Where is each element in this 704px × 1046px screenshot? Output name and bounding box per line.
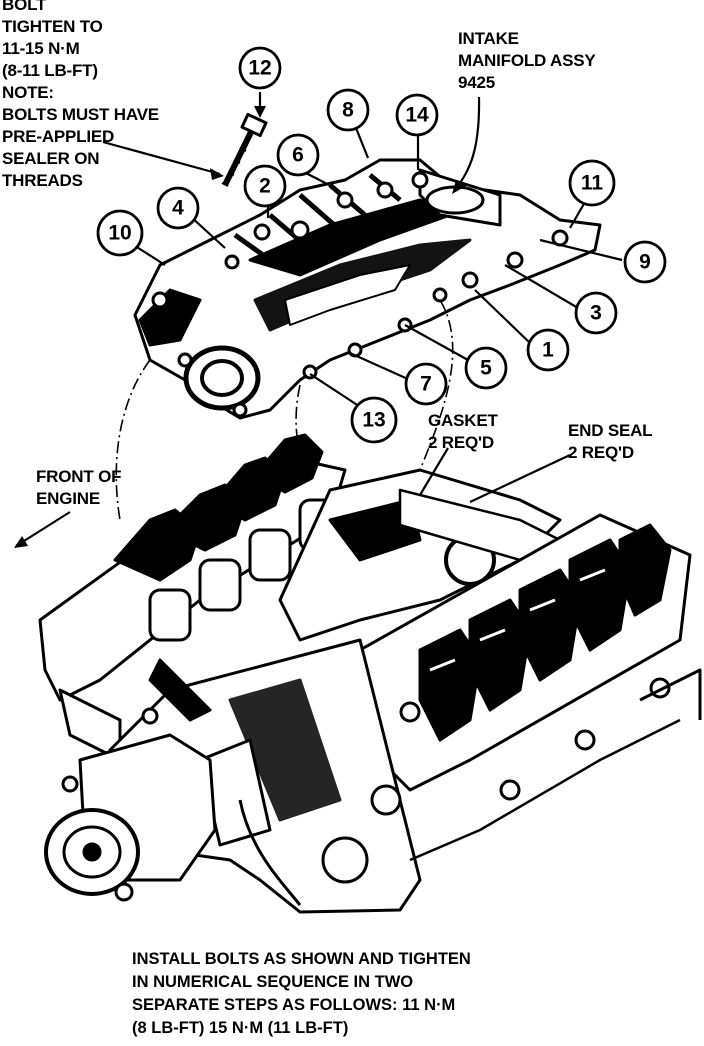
svg-text:9: 9 xyxy=(639,251,651,274)
callout-1: 1 xyxy=(526,328,570,372)
bolt-note-line: 11-15 N·m xyxy=(2,39,80,58)
bolt-note-line: BOLTS MUST HAVE xyxy=(2,105,159,124)
alignment-lines xyxy=(115,299,454,521)
front-of-engine-label: FRONT OF ENGINE xyxy=(36,466,121,510)
callout-7: 7 xyxy=(404,362,448,406)
leader-lines xyxy=(14,92,623,548)
end-seal-label: END SEAL 2 REQ'D xyxy=(568,420,653,464)
bolt-note-label: BOLT TIGHTEN TO 11-15 N·m (8-11 LB-FT) N… xyxy=(2,0,159,192)
front-label-line: ENGINE xyxy=(36,489,100,508)
intake-manifold-label: INTAKE MANIFOLD ASSY 9425 xyxy=(458,28,596,94)
callout-3: 3 xyxy=(574,291,618,335)
callout-13: 13 xyxy=(350,396,398,444)
gasket-label-line: GASKET xyxy=(428,411,498,430)
instruction-line: INSTALL BOLTS AS SHOWN AND TIGHTEN xyxy=(132,950,471,968)
end-seal-label-line: END SEAL xyxy=(568,421,653,440)
callout-4: 4 xyxy=(156,186,200,230)
callout-9: 9 xyxy=(623,240,667,284)
intake-label-line: MANIFOLD ASSY xyxy=(458,51,596,70)
svg-text:13: 13 xyxy=(362,409,385,432)
intake-label-line: INTAKE xyxy=(458,29,519,48)
callout-10: 10 xyxy=(96,209,144,257)
bolt-note-line: THREADS xyxy=(2,171,83,190)
install-instructions: INSTALL BOLTS AS SHOWN AND TIGHTEN IN NU… xyxy=(132,948,602,1040)
bolt-note-line: PRE-APPLIED xyxy=(2,127,115,146)
gasket-label: GASKET 2 REQ'D xyxy=(428,410,498,454)
bolt-note-line: SEALER ON xyxy=(2,149,100,168)
instruction-line: SEPARATE STEPS AS FOLLOWS: 11 N·m xyxy=(132,996,456,1014)
callout-2: 2 xyxy=(243,164,287,208)
callout-circles: 12 8 14 6 2 4 10 11 9 3 1 5 7 13 xyxy=(96,46,667,444)
svg-text:10: 10 xyxy=(108,222,131,245)
svg-text:6: 6 xyxy=(292,144,304,167)
svg-text:7: 7 xyxy=(420,373,432,396)
svg-text:1: 1 xyxy=(542,339,554,362)
callout-14: 14 xyxy=(395,93,439,137)
instruction-line: (8 LB-FT) 15 N·m (11 LB-FT) xyxy=(132,1019,349,1037)
callout-12: 12 xyxy=(238,46,282,90)
callout-11: 11 xyxy=(568,159,616,207)
engine-block-drawing xyxy=(38,433,702,914)
svg-text:4: 4 xyxy=(172,197,184,220)
intake-manifold-drawing xyxy=(133,112,602,420)
callout-5: 5 xyxy=(464,346,508,390)
svg-text:5: 5 xyxy=(480,357,492,380)
front-label-line: FRONT OF xyxy=(36,467,122,486)
callout-8: 8 xyxy=(326,88,370,132)
gasket-label-line: 2 REQ'D xyxy=(428,433,494,452)
callout-6: 6 xyxy=(276,133,320,177)
svg-text:11: 11 xyxy=(581,172,604,195)
bolt-note-line: BOLT xyxy=(2,0,47,14)
intake-label-line: 9425 xyxy=(458,73,496,92)
svg-text:2: 2 xyxy=(259,175,271,198)
svg-text:8: 8 xyxy=(342,99,354,122)
end-seal-label-line: 2 REQ'D xyxy=(568,443,634,462)
bolt-note-line: TIGHTEN TO xyxy=(2,17,103,36)
svg-text:3: 3 xyxy=(590,302,602,325)
bolt-note-line: NOTE: xyxy=(2,83,54,102)
svg-text:12: 12 xyxy=(248,57,271,80)
svg-text:14: 14 xyxy=(405,104,429,127)
instruction-line: IN NUMERICAL SEQUENCE IN TWO xyxy=(132,973,414,991)
bolt-note-line: (8-11 LB-FT) xyxy=(2,61,98,80)
